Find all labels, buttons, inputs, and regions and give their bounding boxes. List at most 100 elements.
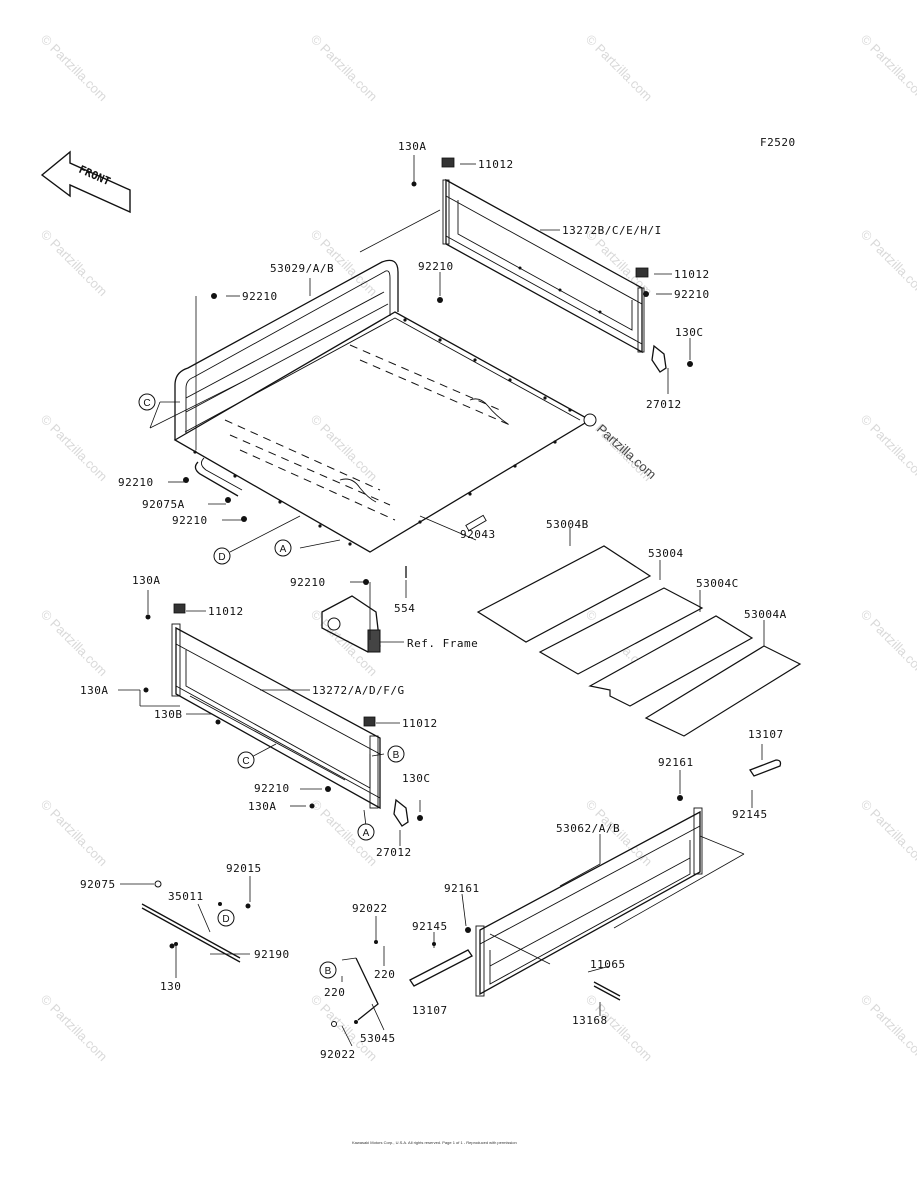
part-label: 13168 (572, 1014, 608, 1027)
part-label: 92210 (118, 476, 154, 489)
part-label: 27012 (376, 846, 412, 859)
watermark: © Partzilla.com (38, 227, 111, 300)
part-label: 92210 (418, 260, 454, 273)
part-label: 11065 (590, 958, 626, 971)
watermark: © Partzilla.com (38, 607, 111, 680)
svg-text:A: A (280, 544, 287, 555)
watermark: © Partzilla.com (583, 32, 656, 105)
part-label: 92075A (142, 498, 185, 511)
side-panel (171, 603, 409, 827)
ref-frame (321, 595, 381, 653)
part-label: 11012 (674, 268, 710, 281)
ref-frame-label: Ref. Frame (407, 637, 478, 650)
part-label: 27012 (646, 398, 682, 411)
svg-text:D: D (218, 552, 225, 563)
fasteners (143, 181, 693, 949)
part-label: 13107 (412, 1004, 448, 1017)
part-label: 35011 (168, 890, 204, 903)
callout-b-bot: B (319, 961, 337, 979)
part-label: 220 (324, 986, 345, 999)
part-label: 11012 (402, 717, 438, 730)
part-label: 53029/A/B (270, 262, 334, 275)
callout-d-top: D (213, 547, 231, 565)
callout-a-top: A (274, 539, 292, 557)
watermark: © Partzilla.com (308, 412, 381, 485)
part-label: 53004B (546, 518, 589, 531)
watermark: © Partzilla.com (858, 607, 917, 680)
cargo-bed (173, 259, 597, 553)
callout-b-mid: B (387, 745, 405, 763)
part-label: 53062/A/B (556, 822, 620, 835)
watermark: © Partzilla.com (858, 412, 917, 485)
part-label: 53045 (360, 1032, 396, 1045)
watermark: © Partzilla.com (38, 412, 111, 485)
part-label: 554 (394, 602, 415, 615)
figure-code: F2520 (760, 136, 796, 149)
part-label: 130B (154, 708, 183, 721)
watermark: © Partzilla.com (308, 32, 381, 105)
part-label: 92210 (674, 288, 710, 301)
brand-watermark: Partzilla.com (594, 421, 659, 482)
part-label: 53004C (696, 577, 739, 590)
part-label: 92210 (290, 576, 326, 589)
part-label: 130A (398, 140, 427, 153)
watermark: © Partzilla.com (858, 992, 917, 1065)
front-arrow-icon: FRONT (40, 150, 131, 214)
part-label: 92043 (460, 528, 496, 541)
watermark: © Partzilla.com (38, 32, 111, 105)
part-label: 92075 (80, 878, 116, 891)
watermark: © Partzilla.com (583, 227, 656, 300)
part-label: 92210 (242, 290, 278, 303)
part-label: 13107 (748, 728, 784, 741)
svg-text:C: C (242, 756, 249, 767)
part-label: 53004A (744, 608, 787, 621)
svg-text:B: B (325, 966, 332, 977)
latch-rod (141, 880, 241, 963)
part-label: 13272/A/D/F/G (312, 684, 405, 697)
part-label: 130C (675, 326, 704, 339)
part-label: 130A (132, 574, 161, 587)
watermark: © Partzilla.com (858, 797, 917, 870)
part-label: 220 (374, 968, 395, 981)
callout-c-mid: C (237, 751, 255, 769)
part-label: 92210 (172, 514, 208, 527)
watermark: © Partzilla.com (38, 992, 111, 1065)
part-label: 92161 (658, 756, 694, 769)
part-label: 92145 (732, 808, 768, 821)
watermark: © Partzilla.com (38, 797, 111, 870)
part-label: 11012 (208, 605, 244, 618)
svg-text:C: C (143, 398, 150, 409)
part-label: 92022 (352, 902, 388, 915)
part-label: 92161 (444, 882, 480, 895)
callout-a-mid: A (357, 823, 375, 841)
watermark: © Partzilla.com (858, 32, 917, 105)
headboard-panel (441, 157, 667, 373)
callout-d-bot: D (217, 909, 235, 927)
part-label: 130A (248, 800, 277, 813)
part-label: 130A (80, 684, 109, 697)
svg-text:A: A (363, 828, 370, 839)
part-label: 92210 (254, 782, 290, 795)
part-label: 11012 (478, 158, 514, 171)
part-label: 13272B/C/E/H/I (562, 224, 662, 237)
part-label: 92145 (412, 920, 448, 933)
part-label: 53004 (648, 547, 684, 560)
watermark: © Partzilla.com (583, 992, 656, 1065)
watermark-layer: © Partzilla.com © Partzilla.com © Partzi… (38, 32, 917, 1065)
svg-text:B: B (393, 750, 400, 761)
watermark: © Partzilla.com (858, 227, 917, 300)
svg-text:D: D (222, 914, 229, 925)
part-label: 92022 (320, 1048, 356, 1061)
part-label: 130C (402, 772, 431, 785)
copyright: Kawasaki Motors Corp., U.S.A. All rights… (352, 1140, 517, 1145)
cable-assembly (331, 940, 379, 1027)
part-label: 92015 (226, 862, 262, 875)
tailgate (409, 759, 782, 1001)
leader-lines (118, 155, 765, 1047)
part-label: 92190 (254, 948, 290, 961)
callout-c-top: C (138, 393, 156, 411)
part-label: 130 (160, 980, 181, 993)
bed-mats (476, 545, 802, 737)
part-labels: 130A 11012 13272B/C/E/H/I 53029/A/B 9221… (80, 140, 787, 1061)
